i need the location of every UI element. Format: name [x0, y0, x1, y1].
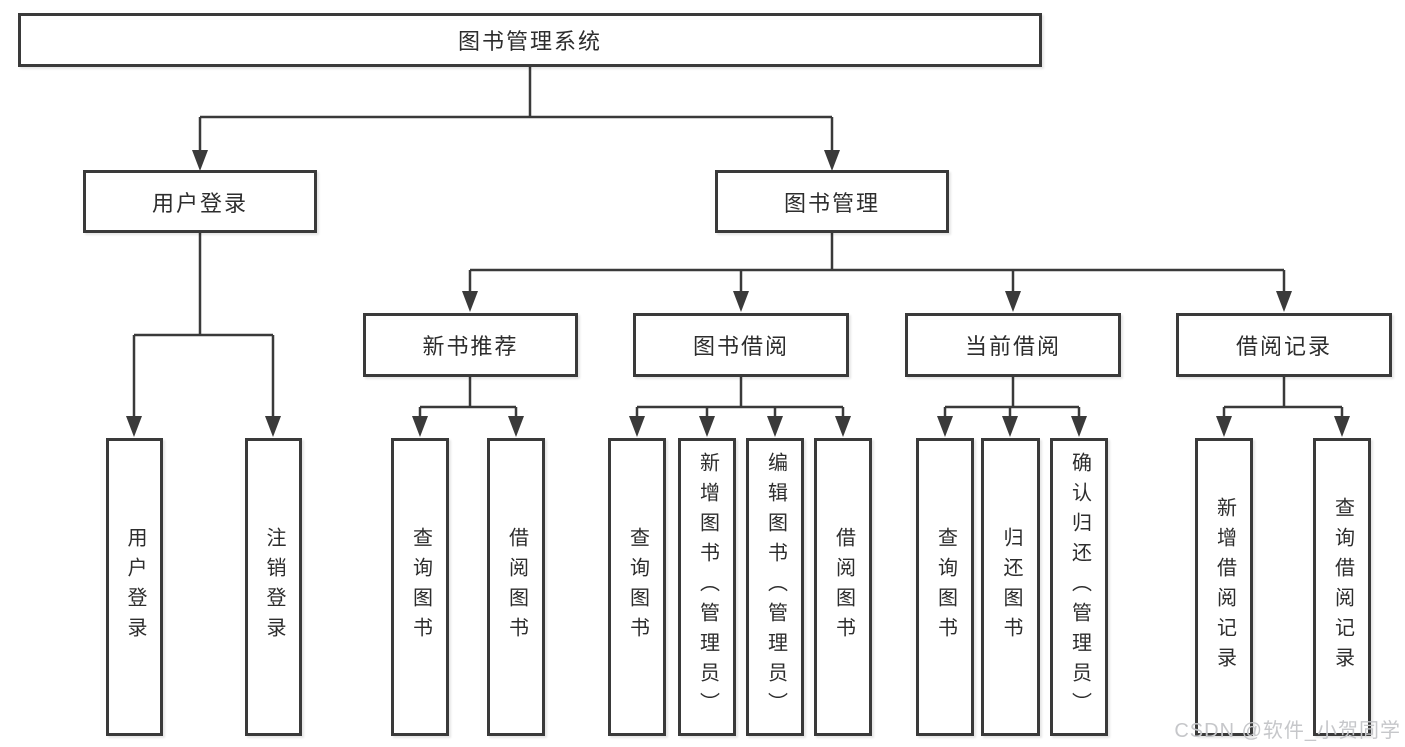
leaf-borrow-books: 借阅图书: [814, 438, 872, 736]
leaf-label: 注销登录: [263, 527, 285, 647]
leaf-add-borrow-record: 新增借阅记录: [1195, 438, 1253, 736]
node-label: 图书借阅: [692, 334, 789, 359]
node-label: 用户登录: [151, 190, 248, 216]
node-label: 借阅记录: [1235, 334, 1332, 359]
leaf-query-books-borrowing: 查询图书: [608, 438, 666, 736]
node-label: 图书管理系统: [457, 29, 602, 54]
leaf-label: 编辑图书（管理员）: [764, 452, 787, 722]
leaf-query-books-current: 查询图书: [916, 438, 974, 736]
leaf-confirm-return-admin: 确认归还（管理员）: [1050, 438, 1108, 736]
leaf-label: 借阅图书: [505, 527, 528, 647]
leaf-label: 查询图书: [409, 527, 432, 647]
leaf-label: 用户登录: [124, 527, 146, 647]
node-library-system-root: 图书管理系统: [18, 13, 1042, 67]
leaf-logout: 注销登录: [245, 438, 302, 736]
node-current-borrowing: 当前借阅: [905, 313, 1121, 377]
node-user-login: 用户登录: [83, 170, 317, 233]
leaf-edit-books-admin: 编辑图书（管理员）: [746, 438, 804, 736]
node-label: 当前借阅: [964, 334, 1061, 359]
leaf-query-books-recommend: 查询图书: [391, 438, 449, 736]
leaf-borrow-books-recommend: 借阅图书: [487, 438, 545, 736]
leaf-return-books: 归还图书: [981, 438, 1040, 736]
leaf-label: 归还图书: [1000, 527, 1022, 647]
leaf-add-books-admin: 新增图书（管理员）: [678, 438, 736, 736]
node-borrowing-records: 借阅记录: [1176, 313, 1392, 377]
leaf-label: 查询借阅记录: [1331, 497, 1354, 677]
csdn-watermark: CSDN @软件_小贺同学: [1174, 720, 1401, 742]
node-new-book-recommendation: 新书推荐: [363, 313, 578, 377]
leaf-label: 确认归还（管理员）: [1068, 452, 1091, 722]
leaf-label: 新增图书（管理员）: [696, 452, 719, 722]
leaf-label: 借阅图书: [832, 527, 855, 647]
leaf-user-login: 用户登录: [106, 438, 163, 736]
node-book-management: 图书管理: [715, 170, 949, 233]
node-label: 新书推荐: [422, 334, 519, 359]
leaf-label: 查询图书: [626, 527, 649, 647]
leaf-query-borrow-record: 查询借阅记录: [1313, 438, 1371, 736]
node-label: 图书管理: [783, 190, 880, 216]
node-book-borrowing: 图书借阅: [633, 313, 849, 377]
leaf-label: 新增借阅记录: [1213, 497, 1236, 677]
leaf-label: 查询图书: [934, 527, 957, 647]
